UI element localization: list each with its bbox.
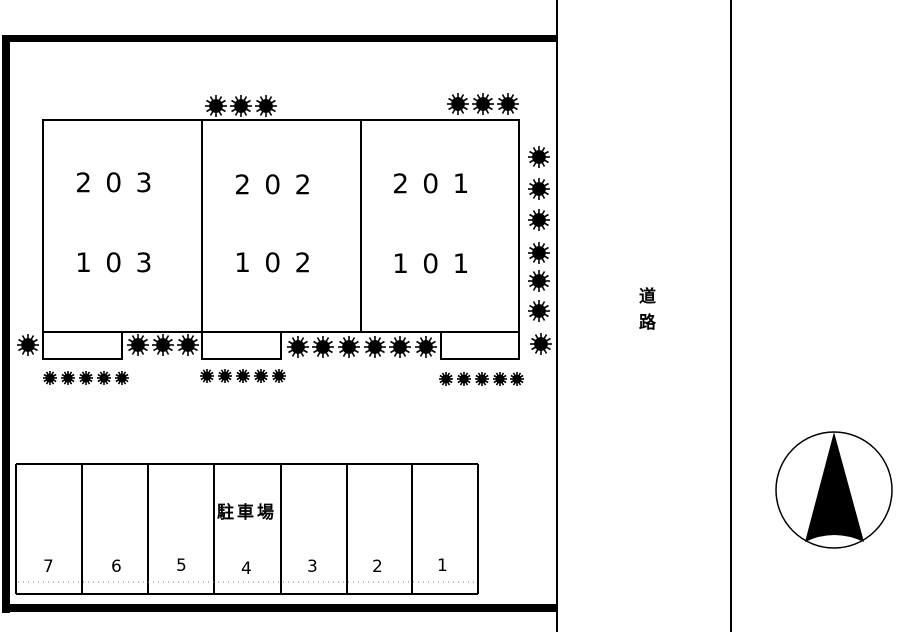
tree-icon [61,371,75,385]
parking-slot-7: 7 [43,557,54,577]
tree-icon [528,242,550,264]
tree-icon [272,369,286,383]
building-outline [42,119,520,333]
tree-icon [254,369,268,383]
tree-icon [497,93,519,115]
road-label-bottom: 路 [639,312,657,333]
tree-icon [528,270,550,292]
parking-slot-2: 2 [372,557,383,577]
tree-icon [415,336,437,358]
tree-icon [312,336,334,358]
tree-icon [447,93,469,115]
tree-icon [230,95,252,117]
parking-slot-1: 1 [437,556,448,576]
tree-icon [205,95,227,117]
tree-icon [528,146,550,168]
tree-icon [177,334,199,356]
tree-icon [389,336,411,358]
tree-icon [152,334,174,356]
north-arrow-icon [775,431,893,549]
tree-icon [127,334,149,356]
tree-icon [439,372,453,386]
parking-area [15,463,479,595]
unit-201: 201 [392,169,483,200]
unit-103: 103 [75,248,166,279]
tree-icon [338,336,360,358]
unit-101: 101 [392,249,483,280]
tree-icon [528,209,550,231]
tree-plantings [17,93,552,386]
tree-icon [287,336,309,358]
tree-icon [510,372,524,386]
tree-icon [115,371,129,385]
tree-icon [493,372,507,386]
road-label-top: 道 [639,286,656,307]
tree-icon [255,95,277,117]
tree-icon [17,334,39,356]
tree-icon [43,371,57,385]
unit-203: 203 [75,168,166,199]
parking-slot-5: 5 [176,556,187,576]
tree-icon [528,178,550,200]
tree-icon [530,333,552,355]
tree-icon [457,372,471,386]
parking-slot-3: 3 [307,557,318,577]
tree-icon [79,371,93,385]
tree-icon [472,93,494,115]
tree-icon [236,369,250,383]
tree-icon [364,336,386,358]
entrance-steps [42,331,520,360]
unit-102: 102 [234,248,325,279]
tree-icon [97,371,111,385]
tree-icon [200,369,214,383]
tree-icon [218,369,232,383]
property-boundary [2,35,557,613]
parking-slot-4: 4 [241,559,252,579]
parking-label: 駐車場 [217,502,277,523]
unit-202: 202 [234,170,325,201]
tree-icon [475,372,489,386]
tree-icon [528,300,550,322]
parking-slot-6: 6 [111,557,122,577]
